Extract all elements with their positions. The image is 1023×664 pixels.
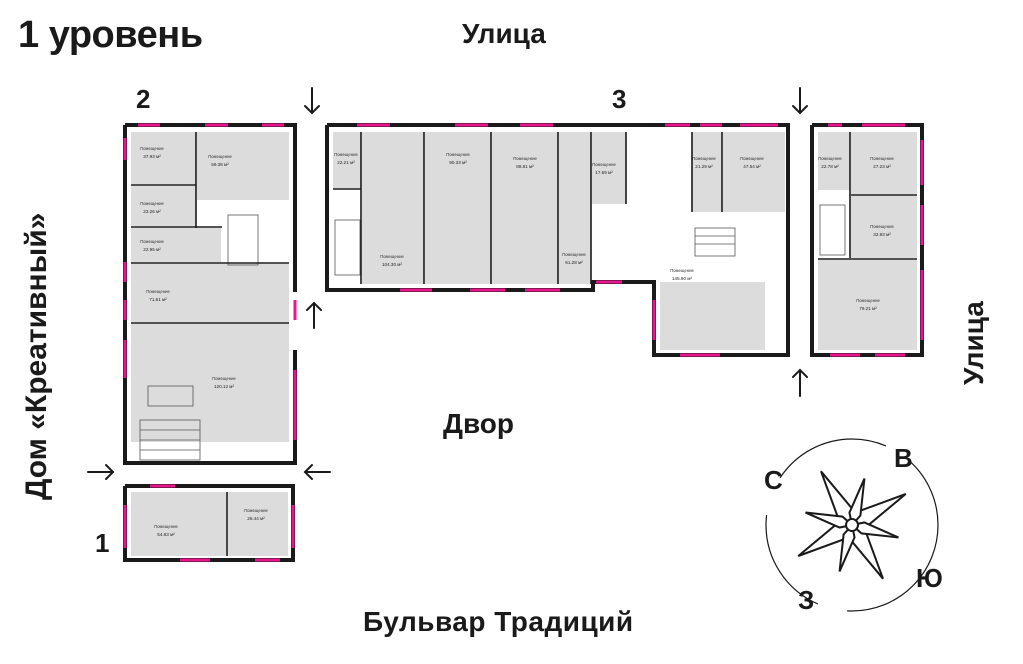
entrance-1-number: 1 xyxy=(95,528,110,558)
room-title: Помещение xyxy=(446,152,470,157)
room-label: Помещение 22.21 м² xyxy=(334,152,358,165)
room-title: Помещение xyxy=(140,146,164,151)
room-area: 120.12 м² xyxy=(214,384,234,389)
street-label-top: Улица xyxy=(462,18,546,49)
room-label: Помещение 61.28 м² xyxy=(562,252,586,265)
room-label: Помещение 32.93 м² xyxy=(870,224,894,237)
room-label: Помещение 23.26 м² xyxy=(140,201,164,214)
room-title: Помещение xyxy=(670,268,694,273)
compass-south: Ю xyxy=(916,563,943,593)
room-area: 59.38 м² xyxy=(211,162,229,167)
room-label: Помещение 26.44 м² xyxy=(244,508,268,521)
room-label: Помещение 79.21 м² xyxy=(856,298,880,311)
room-area: 54.83 м² xyxy=(157,532,175,537)
room-title: Помещение xyxy=(513,156,537,161)
room-title: Помещение xyxy=(244,508,268,513)
room-area: 26.44 м² xyxy=(247,516,265,521)
room-area: 88.81 м² xyxy=(516,164,534,169)
room-area: 90.33 м² xyxy=(449,160,467,165)
windows xyxy=(123,123,924,562)
room-area: 23.26 м² xyxy=(143,209,161,214)
room-title: Помещение xyxy=(380,254,404,259)
room-title: Помещение xyxy=(154,524,178,529)
compass-north: С xyxy=(764,465,783,495)
room-label: Помещение 17.69 м² xyxy=(592,162,616,175)
room-fills xyxy=(131,132,917,556)
courtyard-label: Двор xyxy=(443,408,514,439)
room-label: Помещение 145.90 м² xyxy=(670,268,694,281)
room-label: Помещение 27.23 м² xyxy=(870,156,894,169)
room-area: 61.28 м² xyxy=(565,260,583,265)
room-label: Помещение 22.95 м² xyxy=(140,239,164,252)
room-label: Помещение 88.81 м² xyxy=(513,156,537,169)
boulevard-label: Бульвар Традиций xyxy=(363,606,634,637)
room-label: Помещение 47.54 м² xyxy=(740,156,764,169)
entrance-arrow-top-right xyxy=(792,87,808,115)
room-label: Помещение 90.33 м² xyxy=(446,152,470,165)
core-details xyxy=(139,204,846,461)
room-title: Помещение xyxy=(212,376,236,381)
entrance-2-number: 2 xyxy=(136,84,151,114)
page-title: 1 уровень xyxy=(18,14,203,56)
entrance-arrow-mid xyxy=(306,301,322,329)
room-title: Помещение xyxy=(146,289,170,294)
room-label: Помещение 59.38 м² xyxy=(208,154,232,167)
room-area: 27.23 м² xyxy=(873,164,891,169)
room-title: Помещение xyxy=(334,152,358,157)
compass: С В Ю З xyxy=(764,438,943,615)
room-label: Помещение 22.78 м² xyxy=(818,156,842,169)
entrance-3-number: 3 xyxy=(612,84,627,114)
room-area: 21.29 м² xyxy=(695,164,713,169)
room-title: Помещение xyxy=(208,154,232,159)
compass-star-icon xyxy=(797,470,907,580)
room-title: Помещение xyxy=(592,162,616,167)
entrance-arrow-courtyard xyxy=(303,464,331,480)
room-title: Помещение xyxy=(140,201,164,206)
room-area: 32.93 м² xyxy=(873,232,891,237)
compass-east: В xyxy=(894,443,913,473)
room-area: 79.21 м² xyxy=(859,306,877,311)
room-area: 22.95 м² xyxy=(143,247,161,252)
entrance-arrow-left xyxy=(87,464,115,480)
room-area: 104.30 м² xyxy=(382,262,402,267)
entrance-arrows xyxy=(87,87,808,480)
room-title: Помещение xyxy=(740,156,764,161)
room-title: Помещение xyxy=(562,252,586,257)
room-area: 37.93 м² xyxy=(143,154,161,159)
compass-ring xyxy=(765,438,939,612)
entrance-arrow-top-left xyxy=(304,87,320,115)
room-area: 71.61 м² xyxy=(149,297,167,302)
room-label: Помещение 104.30 м² xyxy=(380,254,404,267)
room-title: Помещение xyxy=(692,156,716,161)
room-label: Помещение 21.29 м² xyxy=(692,156,716,169)
room-label: Помещение 71.61 м² xyxy=(146,289,170,302)
partitions xyxy=(131,132,917,556)
room-title: Помещение xyxy=(140,239,164,244)
room-area: 47.54 м² xyxy=(743,164,761,169)
room-title: Помещение xyxy=(870,224,894,229)
room-title: Помещение xyxy=(818,156,842,161)
room-area: 22.78 м² xyxy=(821,164,839,169)
room-title: Помещение xyxy=(870,156,894,161)
room-area: 145.90 м² xyxy=(672,276,692,281)
entrance-arrow-right xyxy=(792,368,808,397)
room-area: 22.21 м² xyxy=(337,160,355,165)
room-label: Помещение 120.12 м² xyxy=(212,376,236,389)
room-label: Помещение 37.93 м² xyxy=(140,146,164,159)
room-title: Помещение xyxy=(856,298,880,303)
compass-west: З xyxy=(798,585,814,615)
room-label: Помещение 54.83 м² xyxy=(154,524,178,537)
room-area: 17.69 м² xyxy=(595,170,613,175)
